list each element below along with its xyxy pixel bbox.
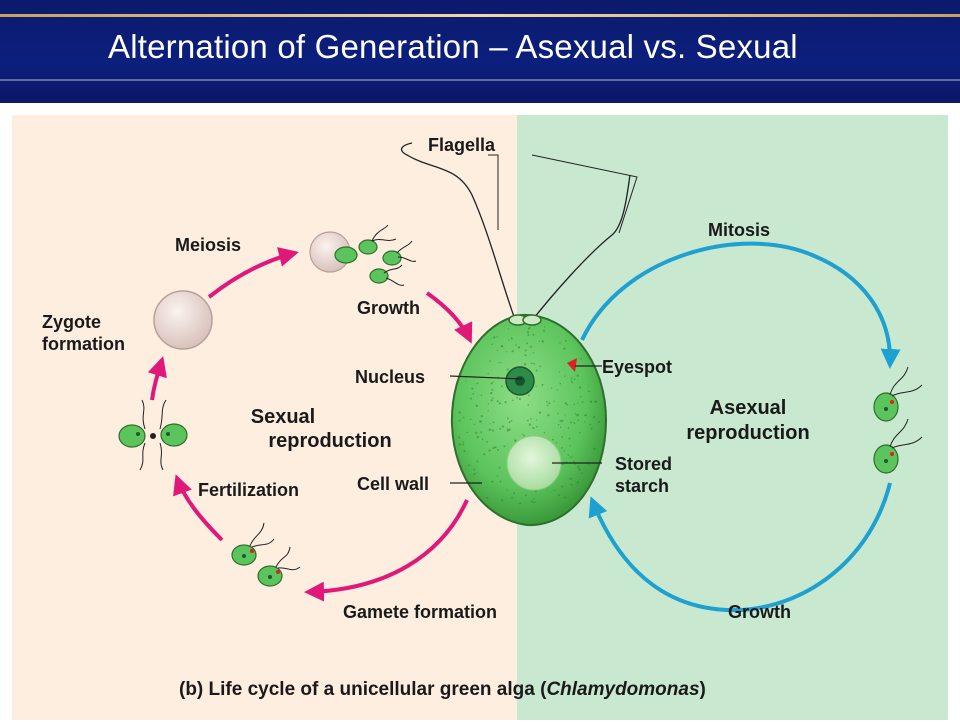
label-zygote-line2: formation xyxy=(42,334,125,354)
label-sexual-line1: Sexual xyxy=(251,406,315,428)
flagella-lines xyxy=(400,142,638,326)
figure-caption: (b) Life cycle of a unicellular green al… xyxy=(179,679,706,700)
life-cycle-figure: Flagella Meiosis Growth Zygote formation… xyxy=(12,115,948,720)
label-eyespot: Eyespot xyxy=(602,357,672,377)
label-nucleus: Nucleus xyxy=(355,367,425,387)
sexual-cycle-arrows xyxy=(147,247,473,602)
label-zygote-line1: Zygote xyxy=(42,312,101,332)
label-growth-bottom: Growth xyxy=(728,602,791,622)
label-gamete-formation: Gamete formation xyxy=(343,602,497,622)
label-fertilization: Fertilization xyxy=(198,480,299,500)
label-meiosis: Meiosis xyxy=(175,235,241,255)
cell-stipple xyxy=(458,326,601,505)
label-asexual-line1: Asexual xyxy=(710,397,787,419)
label-mitosis: Mitosis xyxy=(708,220,770,240)
daughter-cells xyxy=(873,366,923,474)
label-cell-wall: Cell wall xyxy=(357,474,429,494)
label-sexual-line2: reproduction xyxy=(268,430,391,452)
label-growth-top: Growth xyxy=(357,298,420,318)
zygote xyxy=(153,290,213,350)
meiosis-products xyxy=(309,224,417,286)
slide-header: Alternation of Generation – Asexual vs. … xyxy=(0,0,960,103)
asexual-cycle-arrows xyxy=(580,241,901,613)
caption-genus: Chlamydomonas xyxy=(546,679,699,700)
label-asexual-line2: reproduction xyxy=(686,422,809,444)
header-top-rule xyxy=(0,14,960,17)
gametes xyxy=(231,522,301,587)
eyespot xyxy=(567,358,577,372)
slide-title: Alternation of Generation – Asexual vs. … xyxy=(108,28,798,65)
label-pointers xyxy=(449,365,602,484)
label-stored-line1: Stored xyxy=(615,454,672,474)
caption-suffix: ) xyxy=(700,679,706,700)
caption-prefix: (b) Life cycle of a unicellular green al… xyxy=(179,679,547,700)
sexual-panel xyxy=(12,115,517,720)
fusing-gametes xyxy=(118,399,188,471)
chlamydomonas-cell xyxy=(450,313,608,527)
label-stored-line2: starch xyxy=(615,476,669,496)
label-flagella: Flagella xyxy=(428,135,496,155)
header-bottom-rule xyxy=(0,79,960,81)
